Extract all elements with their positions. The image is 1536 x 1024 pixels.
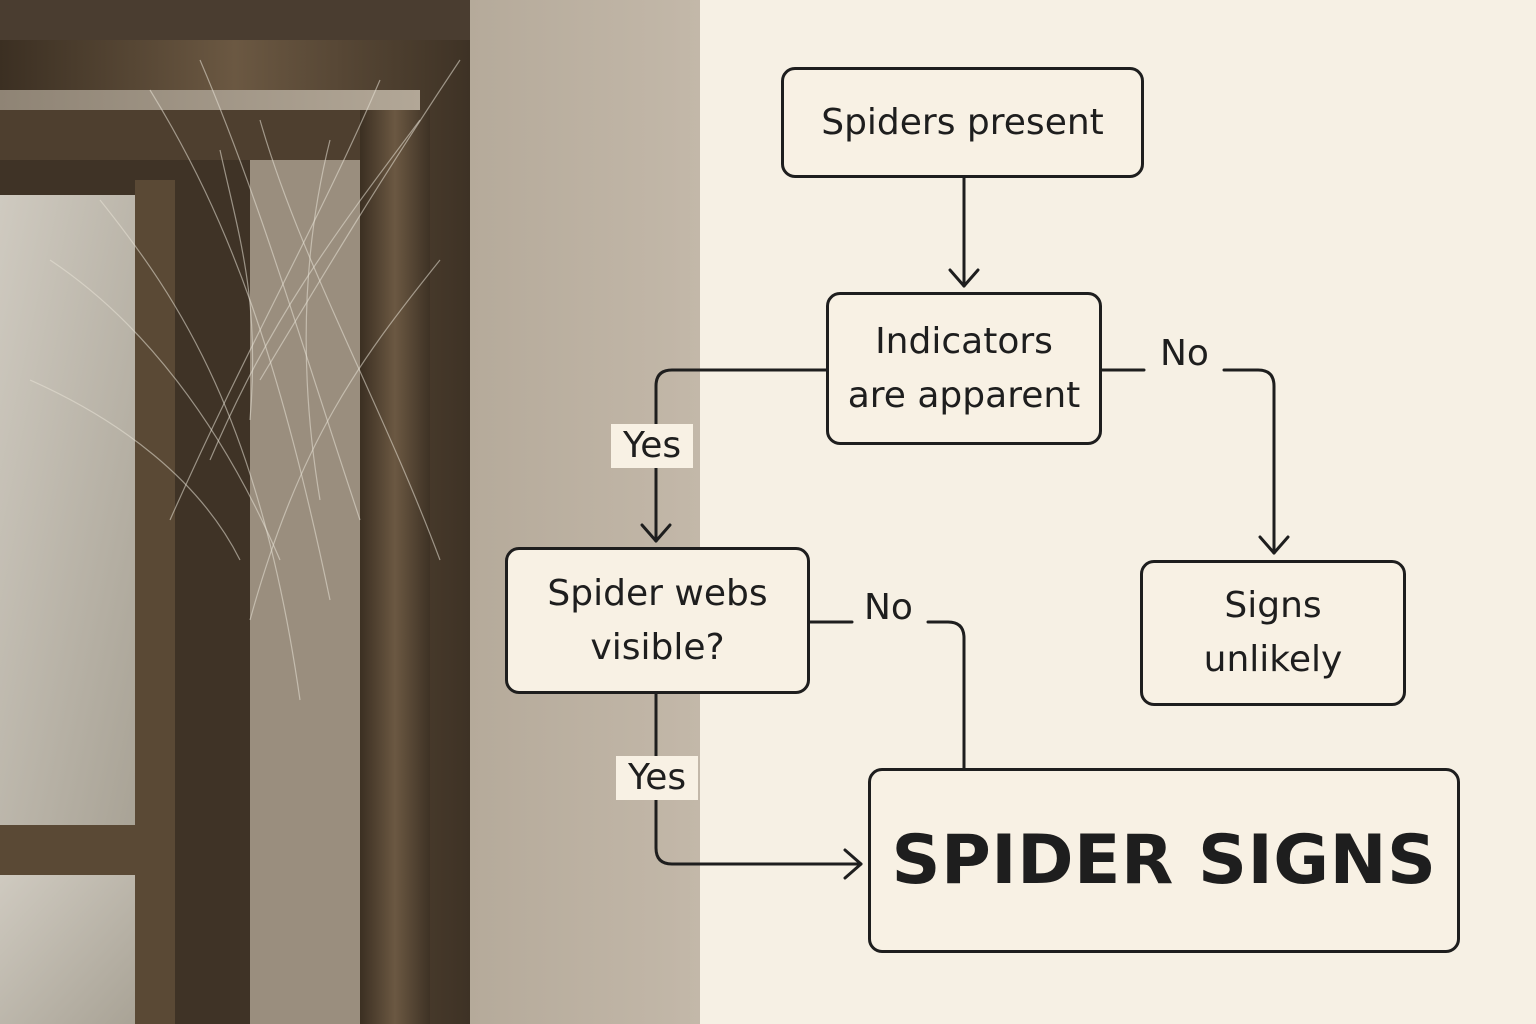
- node-label-line-2: are apparent: [847, 374, 1081, 416]
- node-label-line-1: Signs: [1224, 585, 1322, 626]
- node-label-line-1: Indicators: [875, 320, 1053, 362]
- node-label-line-2: visible?: [590, 626, 725, 668]
- arrowhead-indicators: [948, 268, 980, 288]
- edge-label-yes: Yes: [616, 756, 699, 800]
- window-cobweb-photo: [0, 0, 700, 1024]
- node-signs-unlikely: Signs unlikely: [1140, 560, 1406, 706]
- edge-indicators-unlikely-2: [1222, 368, 1276, 555]
- arrowhead-webs: [640, 523, 672, 543]
- node-indicators-apparent: Indicators are apparent: [826, 292, 1102, 445]
- node-label-line-1: Spider webs: [547, 572, 768, 614]
- edge-webs-result-no-2: [926, 620, 966, 770]
- arrowhead-result: [843, 848, 863, 880]
- node-label: SPIDER SIGNS: [891, 820, 1437, 900]
- edge-label-no: No: [1160, 333, 1209, 374]
- node-label-line-2: unlikely: [1203, 639, 1343, 680]
- edge-indicators-webs: [654, 368, 828, 543]
- edge-webs-result-yes: [654, 692, 863, 866]
- node-label: Spiders present: [821, 101, 1104, 143]
- node-spider-webs-visible: Spider webs visible?: [505, 547, 810, 694]
- edge-label-yes: Yes: [611, 424, 694, 468]
- node-spider-signs: SPIDER SIGNS: [868, 768, 1460, 953]
- arrowhead-unlikely: [1258, 535, 1290, 555]
- edge-label-no: No: [864, 587, 913, 628]
- node-spiders-present: Spiders present: [781, 67, 1144, 178]
